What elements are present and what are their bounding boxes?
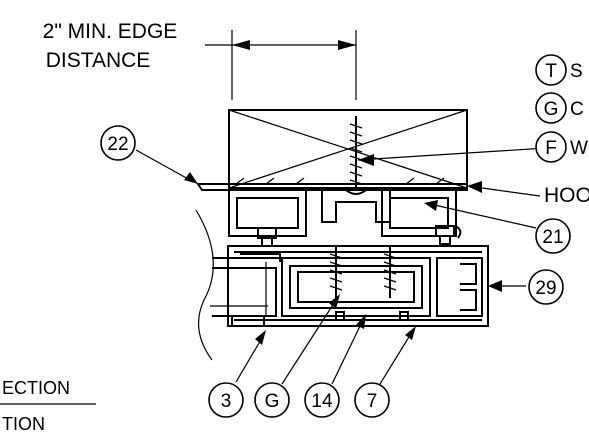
section-title-label-2: TION bbox=[2, 414, 45, 434]
svg-text:22: 22 bbox=[107, 134, 128, 155]
callout-22: 22 bbox=[100, 125, 136, 161]
callout-g-right: G C bbox=[535, 92, 584, 124]
hook-label: HOO bbox=[544, 184, 589, 207]
svg-text:T: T bbox=[545, 61, 557, 82]
callout-7: 7 bbox=[354, 382, 390, 418]
dimension-note-line2: DISTANCE bbox=[46, 49, 151, 72]
callout-3: 3 bbox=[208, 382, 244, 418]
edge-distance-dimension bbox=[205, 30, 357, 100]
svg-text:G: G bbox=[265, 391, 280, 412]
callout-29: 29 bbox=[528, 269, 564, 305]
svg-text:7: 7 bbox=[367, 391, 378, 412]
dimension-note-line1: 2" MIN. EDGE bbox=[43, 20, 178, 43]
label-f-partial: W bbox=[570, 138, 588, 159]
callout-g-bottom: G bbox=[254, 382, 290, 418]
frame-extrusion bbox=[227, 245, 489, 327]
svg-text:3: 3 bbox=[221, 391, 232, 412]
callout-14: 14 bbox=[304, 382, 340, 418]
section-title-label: ECTION bbox=[2, 378, 70, 398]
callout-f: F W bbox=[535, 131, 588, 163]
wood-blocking bbox=[228, 109, 468, 189]
svg-text:29: 29 bbox=[535, 278, 556, 299]
leader-lines bbox=[135, 147, 547, 385]
callout-t: T S bbox=[535, 54, 583, 86]
svg-text:G: G bbox=[544, 99, 559, 120]
left-section bbox=[195, 209, 282, 361]
hook-extrusion bbox=[196, 177, 468, 237]
callout-21: 21 bbox=[535, 218, 571, 254]
svg-text:F: F bbox=[545, 138, 557, 159]
svg-text:14: 14 bbox=[311, 391, 333, 412]
label-t-partial: S bbox=[570, 61, 583, 82]
wood-screw bbox=[345, 116, 367, 195]
frame-screws bbox=[326, 245, 400, 298]
label-g-partial: C bbox=[570, 99, 584, 120]
svg-text:21: 21 bbox=[542, 227, 563, 248]
